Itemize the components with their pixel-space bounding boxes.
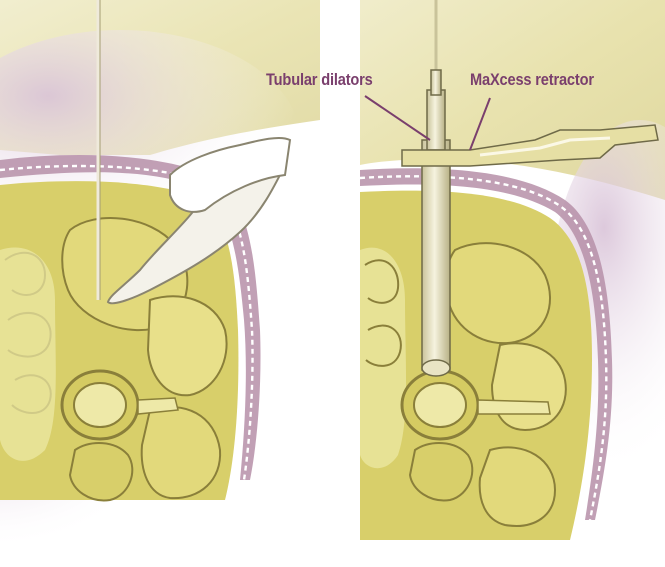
bowel-fill-right — [360, 248, 406, 469]
outer-dilator — [422, 140, 450, 370]
transverse-process-right — [478, 400, 550, 414]
middle-dilator — [427, 90, 445, 150]
lower-vertebra-left — [70, 443, 132, 500]
vertebral-body-inner-left — [74, 383, 126, 427]
dilator-tip — [422, 360, 450, 376]
vertebral-body-inner-right — [414, 383, 466, 427]
bowel-fill-left — [0, 247, 56, 460]
inner-dilator — [431, 70, 441, 95]
maxcess-retractor-label: MaXcess retractor — [470, 70, 594, 90]
tubular-dilators-label: Tubular dilators — [266, 70, 373, 90]
lower-vertebra-right — [410, 443, 472, 500]
